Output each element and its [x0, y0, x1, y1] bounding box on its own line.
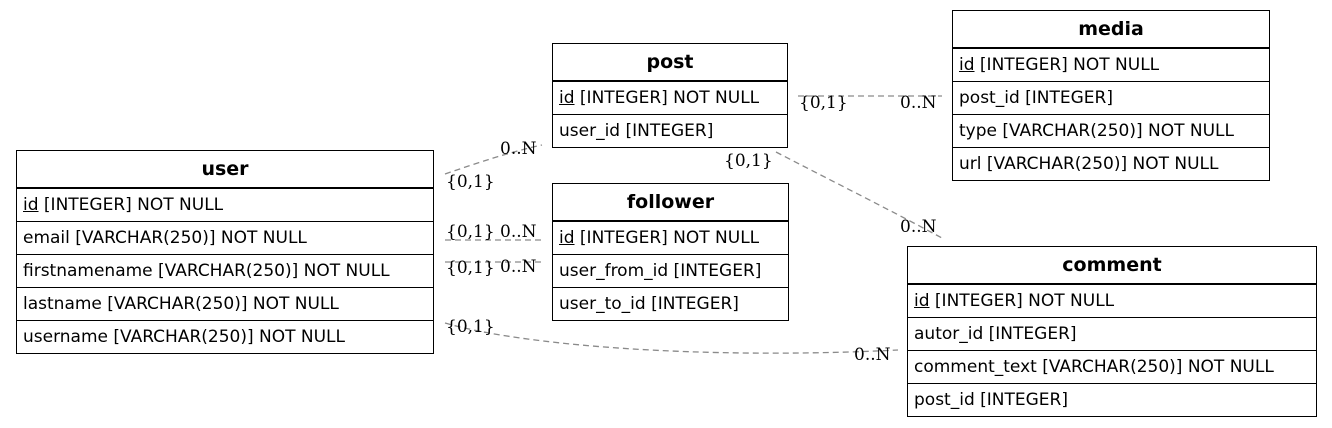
- attribute-type: [INTEGER] NOT NULL: [574, 228, 760, 248]
- attribute-text: post_id [INTEGER]: [959, 88, 1113, 108]
- attribute-text: user_to_id [INTEGER]: [559, 294, 739, 314]
- attribute-text: lastname [VARCHAR(250)] NOT NULL: [23, 294, 339, 314]
- card-post-media-one: {0,1}: [799, 93, 848, 113]
- attribute-row: post_id [INTEGER]: [953, 81, 1269, 114]
- attribute-row: type [VARCHAR(250)] NOT NULL: [953, 114, 1269, 147]
- attribute-row: autor_id [INTEGER]: [908, 317, 1316, 350]
- attribute-row: post_id [INTEGER]: [908, 383, 1316, 416]
- card-user-post-one: {0,1}: [446, 172, 495, 192]
- attribute-type: [INTEGER] NOT NULL: [38, 195, 224, 215]
- card-post-comment-one: {0,1}: [724, 151, 773, 171]
- entity-comment: comment id [INTEGER] NOT NULL autor_id […: [907, 246, 1317, 417]
- card-user-follower-from-one: {0,1}: [446, 222, 495, 242]
- primary-key: id: [959, 55, 975, 75]
- attribute-row: firstnamename [VARCHAR(250)] NOT NULL: [17, 254, 433, 287]
- entity-title: user: [17, 151, 433, 188]
- primary-key: id: [559, 88, 575, 108]
- attribute-row: id [INTEGER] NOT NULL: [17, 188, 433, 221]
- attribute-text: autor_id [INTEGER]: [914, 324, 1077, 344]
- edge-post-comment: [775, 151, 943, 239]
- entity-title: follower: [553, 184, 788, 221]
- attribute-row: username [VARCHAR(250)] NOT NULL: [17, 320, 433, 353]
- attribute-text: type [VARCHAR(250)] NOT NULL: [959, 121, 1234, 141]
- card-user-follower-to-one: {0,1}: [446, 258, 495, 278]
- entity-title: post: [553, 44, 787, 81]
- entity-user: user id [INTEGER] NOT NULL email [VARCHA…: [16, 150, 434, 354]
- card-post-comment-many: 0..N: [900, 217, 937, 237]
- entity-media: media id [INTEGER] NOT NULL post_id [INT…: [952, 10, 1270, 181]
- card-user-comment-many: 0..N: [854, 345, 891, 365]
- attribute-text: firstnamename [VARCHAR(250)] NOT NULL: [23, 261, 390, 281]
- edge-user-comment: [444, 322, 899, 354]
- card-post-media-many: 0..N: [900, 93, 937, 113]
- entity-post: post id [INTEGER] NOT NULL user_id [INTE…: [552, 43, 788, 148]
- primary-key: id: [914, 291, 930, 311]
- attribute-text: url [VARCHAR(250)] NOT NULL: [959, 154, 1219, 174]
- attribute-type: [INTEGER] NOT NULL: [974, 55, 1160, 75]
- attribute-text: comment_text [VARCHAR(250)] NOT NULL: [914, 357, 1274, 377]
- attribute-row: id [INTEGER] NOT NULL: [553, 81, 787, 114]
- edge-user-post: [444, 144, 543, 175]
- card-user-follower-to-many: 0..N: [500, 257, 537, 277]
- entity-follower: follower id [INTEGER] NOT NULL user_from…: [552, 183, 789, 321]
- entity-title: comment: [908, 247, 1316, 284]
- attribute-row: id [INTEGER] NOT NULL: [953, 48, 1269, 81]
- primary-key: id: [559, 228, 575, 248]
- attribute-type: [INTEGER] NOT NULL: [574, 88, 760, 108]
- attribute-row: email [VARCHAR(250)] NOT NULL: [17, 221, 433, 254]
- entity-title: media: [953, 11, 1269, 48]
- attribute-text: email [VARCHAR(250)] NOT NULL: [23, 228, 307, 248]
- attribute-row: id [INTEGER] NOT NULL: [908, 284, 1316, 317]
- attribute-text: user_id [INTEGER]: [559, 121, 714, 141]
- attribute-row: id [INTEGER] NOT NULL: [553, 221, 788, 254]
- attribute-row: user_from_id [INTEGER]: [553, 254, 788, 287]
- attribute-row: user_to_id [INTEGER]: [553, 287, 788, 320]
- attribute-text: user_from_id [INTEGER]: [559, 261, 762, 281]
- card-user-follower-from-many: 0..N: [500, 222, 537, 242]
- card-user-post-many: 0..N: [500, 139, 537, 159]
- attribute-row: user_id [INTEGER]: [553, 114, 787, 147]
- card-user-comment-one: {0,1}: [446, 317, 495, 337]
- primary-key: id: [23, 195, 39, 215]
- attribute-text: post_id [INTEGER]: [914, 390, 1068, 410]
- attribute-row: comment_text [VARCHAR(250)] NOT NULL: [908, 350, 1316, 383]
- attribute-type: [INTEGER] NOT NULL: [929, 291, 1115, 311]
- attribute-row: lastname [VARCHAR(250)] NOT NULL: [17, 287, 433, 320]
- attribute-text: username [VARCHAR(250)] NOT NULL: [23, 327, 345, 347]
- attribute-row: url [VARCHAR(250)] NOT NULL: [953, 147, 1269, 180]
